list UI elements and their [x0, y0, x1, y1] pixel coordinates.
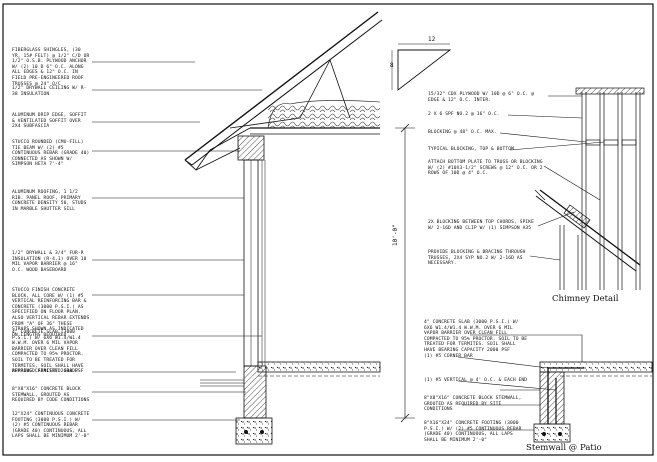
note-typical-blocking: TYPICAL BLOCKING, TOP & BOTTOM	[428, 147, 514, 152]
note-patio-footing: 8"X16"X24" CONCRETE FOOTING (3000 P.S.I.…	[424, 421, 522, 443]
note-blocking-max: BLOCKING @ 48" O.C. MAX.	[428, 130, 497, 135]
note-aluminum-roofing: ALUMINUM ROOFING, 1 1/2 RIB. PANEL ROOF,…	[12, 190, 87, 212]
note-vertical-bar: (1) #5 VERTICAL @ 4' O.C. & EACH END	[424, 378, 528, 383]
sheet-border	[2, 3, 654, 456]
chimney-detail-title: Chimney Detail	[552, 294, 619, 304]
note-ceiling-drywall: 1/2" DRYWALL CEILING W/ R-38 INSULATION	[12, 86, 87, 97]
note-footing: 12"X24" CONTINUOUS CONCRETE FOOTING (300…	[12, 412, 90, 440]
note-concrete-block-wall: STUCCO FINISH CONCRETE BLOCK, ALL CORE W…	[12, 288, 90, 338]
note-stud-spacing: 2 X 6 SPF NO.2 @ 16" O.C.	[428, 112, 500, 117]
note-concrete-slab: 4" CONCRETE SLAB (3000 P.S.I.) W/ 6X6 W1…	[12, 330, 84, 375]
note-interior-drywall: 1/2" DRYWALL & 3/4" FUR-R INSULATION (R-…	[12, 251, 87, 273]
note-patio-slab: 4" CONCRETE SLAB (3000 P.S.I.) W/ 6X6 W1…	[424, 320, 528, 353]
pitch-rise-label: 8	[390, 62, 394, 69]
pitch-run-label: 12	[428, 36, 436, 43]
pitch-triangle	[391, 43, 452, 91]
stemwall-detail-title: Stemwall @ Patio	[526, 443, 602, 453]
wall-height-dimension: 10'-0"	[392, 224, 399, 246]
note-attach-bottom-plate: ATTACH BOTTOM PLATE TO TRUSS OR BLOCKING…	[428, 160, 543, 177]
note-stemwall: 8"X8"X16" CONCRETE BLOCK STEMWALL, GROUT…	[12, 387, 90, 404]
stemwall-leaders	[457, 334, 583, 431]
note-patio-stemwall: 8"X8"X16" CONCRETE BLOCK STEMWALL, GROUT…	[424, 396, 522, 413]
note-corner-bar: (1) #5 CORNER BAR	[424, 354, 473, 359]
note-drip-edge: ALUMINUM DRIP EDGE, SOFFIT & VENTILATED …	[12, 113, 87, 130]
note-2x-blocking: 2X BLOCKING BETWEEN TOP CHORDS, SPIKE W/…	[428, 220, 535, 231]
note-tie-beam: STUCCO ROUNDED (CMU-FILL) TIE BEAM W/ (2…	[12, 140, 90, 168]
stemwall-detail	[500, 361, 653, 443]
note-finished-grade: APPROVED FINISHED GRADE	[12, 369, 78, 374]
chimney-leaders	[499, 95, 605, 261]
left-leaders	[92, 61, 262, 421]
note-provide-bracing: PROVIDE BLOCKING & BRACING THROUGH TRUSS…	[428, 250, 526, 267]
note-cdx-plywood: 15/32" CDX PLYWOOD W/ 10D @ 6" O.C. @ ED…	[428, 92, 535, 103]
wall-section	[184, 11, 415, 445]
note-roof-shingles: FIBERGLASS SHINGLES, (30 YR, 15# FELT) @…	[12, 48, 90, 87]
chimney-detail	[534, 87, 645, 290]
